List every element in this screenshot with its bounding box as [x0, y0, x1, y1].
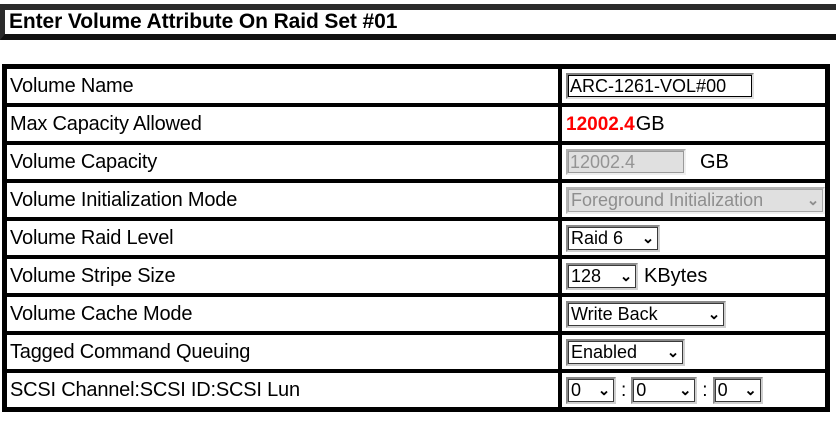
page-title: Enter Volume Attribute On Raid Set #01: [9, 10, 398, 33]
row-label-cell-raid-level: Volume Raid Level: [5, 219, 560, 257]
chevron-down-icon: ⌄: [744, 381, 757, 399]
volume-raid-level-value: Raid 6: [571, 228, 624, 248]
scsi-separator-1: :: [621, 379, 627, 401]
row-value-cell-max-capacity: 12002.4 GB: [560, 105, 827, 143]
row-value-cell-tcq: Enabled ⌄: [560, 333, 827, 371]
volume-stripe-size-value: 128: [571, 266, 602, 286]
label-scsi-channel-id-lun: SCSI Channel:SCSI ID:SCSI Lun: [10, 379, 300, 401]
chevron-down-icon: ⌄: [666, 343, 680, 361]
label-volume-raid-level: Volume Raid Level: [10, 227, 174, 249]
row-value-cell-raid-level: Raid 6 ⌄: [560, 219, 827, 257]
volume-name-input[interactable]: [566, 73, 754, 99]
chevron-down-icon: ⌄: [806, 191, 820, 209]
label-volume-name: Volume Name: [10, 75, 134, 97]
label-tagged-command-queuing: Tagged Command Queuing: [10, 341, 251, 363]
table-row: Volume Stripe Size 128 ⌄ KBytes: [5, 257, 827, 295]
row-value-cell-stripe-size: 128 ⌄ KBytes: [560, 257, 827, 295]
label-volume-initialization-mode: Volume Initialization Mode: [10, 189, 238, 211]
volume-raid-level-select[interactable]: Raid 6 ⌄: [566, 224, 660, 252]
table-row: SCSI Channel:SCSI ID:SCSI Lun 0 ⌄ : 0 ⌄ …: [5, 371, 827, 409]
chevron-down-icon: ⌄: [678, 381, 692, 399]
table-row: Volume Raid Level Raid 6 ⌄: [5, 219, 827, 257]
scsi-channel-select[interactable]: 0 ⌄: [566, 376, 616, 404]
table-row: Volume Capacity GB: [5, 143, 827, 181]
row-label-cell-cache-mode: Volume Cache Mode: [5, 295, 560, 333]
scsi-separator-2: :: [702, 379, 708, 401]
label-volume-stripe-size: Volume Stripe Size: [10, 265, 176, 287]
row-label-cell-volume-name: Volume Name: [5, 67, 560, 105]
volume-stripe-size-select[interactable]: 128 ⌄: [566, 262, 638, 290]
table-row: Volume Cache Mode Write Back ⌄: [5, 295, 827, 333]
label-max-capacity-allowed: Max Capacity Allowed: [10, 113, 202, 135]
volume-cache-mode-select[interactable]: Write Back ⌄: [566, 300, 726, 328]
scsi-lun-value: 0: [717, 380, 728, 400]
scsi-lun-select[interactable]: 0 ⌄: [712, 376, 763, 404]
tagged-command-queuing-select[interactable]: Enabled ⌄: [566, 338, 685, 366]
volume-capacity-unit: GB: [700, 151, 729, 173]
max-capacity-value: 12002.4: [566, 113, 635, 135]
row-label-cell-max-capacity: Max Capacity Allowed: [5, 105, 560, 143]
scsi-id-select[interactable]: 0 ⌄: [631, 376, 698, 404]
volume-cache-mode-value: Write Back: [571, 304, 658, 324]
tagged-command-queuing-value: Enabled: [571, 342, 638, 362]
chevron-down-icon: ⌄: [641, 229, 655, 247]
max-capacity-unit: GB: [635, 113, 665, 135]
volume-capacity-input[interactable]: [566, 149, 686, 175]
row-label-cell-init-mode: Volume Initialization Mode: [5, 181, 560, 219]
row-value-cell-init-mode: Foreground Initialization ⌄: [560, 181, 827, 219]
table-row: Volume Initialization Mode Foreground In…: [5, 181, 827, 219]
chevron-down-icon: ⌄: [707, 305, 721, 323]
table-row: Max Capacity Allowed 12002.4 GB: [5, 105, 827, 143]
scsi-channel-value: 0: [571, 380, 582, 400]
volume-stripe-size-unit: KBytes: [644, 265, 708, 287]
label-volume-cache-mode: Volume Cache Mode: [10, 303, 193, 325]
row-label-cell-stripe-size: Volume Stripe Size: [5, 257, 560, 295]
scsi-id-value: 0: [636, 380, 647, 400]
volume-initialization-mode-value: Foreground Initialization: [571, 190, 764, 210]
page-title-bar: Enter Volume Attribute On Raid Set #01: [0, 4, 836, 40]
table-row: Tagged Command Queuing Enabled ⌄: [5, 333, 827, 371]
row-value-cell-scsi: 0 ⌄ : 0 ⌄ : 0 ⌄: [560, 371, 827, 409]
table-row: Volume Name: [5, 67, 827, 105]
volume-attribute-table: Volume Name Max Capacity Allowed 12002.4…: [2, 64, 830, 412]
chevron-down-icon: ⌄: [619, 267, 633, 285]
row-label-cell-scsi: SCSI Channel:SCSI ID:SCSI Lun: [5, 371, 560, 409]
row-value-cell-volume-capacity: GB: [560, 143, 827, 181]
row-label-cell-volume-capacity: Volume Capacity: [5, 143, 560, 181]
row-value-cell-cache-mode: Write Back ⌄: [560, 295, 827, 333]
label-volume-capacity: Volume Capacity: [10, 151, 158, 173]
volume-initialization-mode-select[interactable]: Foreground Initialization ⌄: [566, 186, 825, 214]
row-label-cell-tcq: Tagged Command Queuing: [5, 333, 560, 371]
chevron-down-icon: ⌄: [597, 381, 611, 399]
row-value-cell-volume-name: [560, 67, 827, 105]
